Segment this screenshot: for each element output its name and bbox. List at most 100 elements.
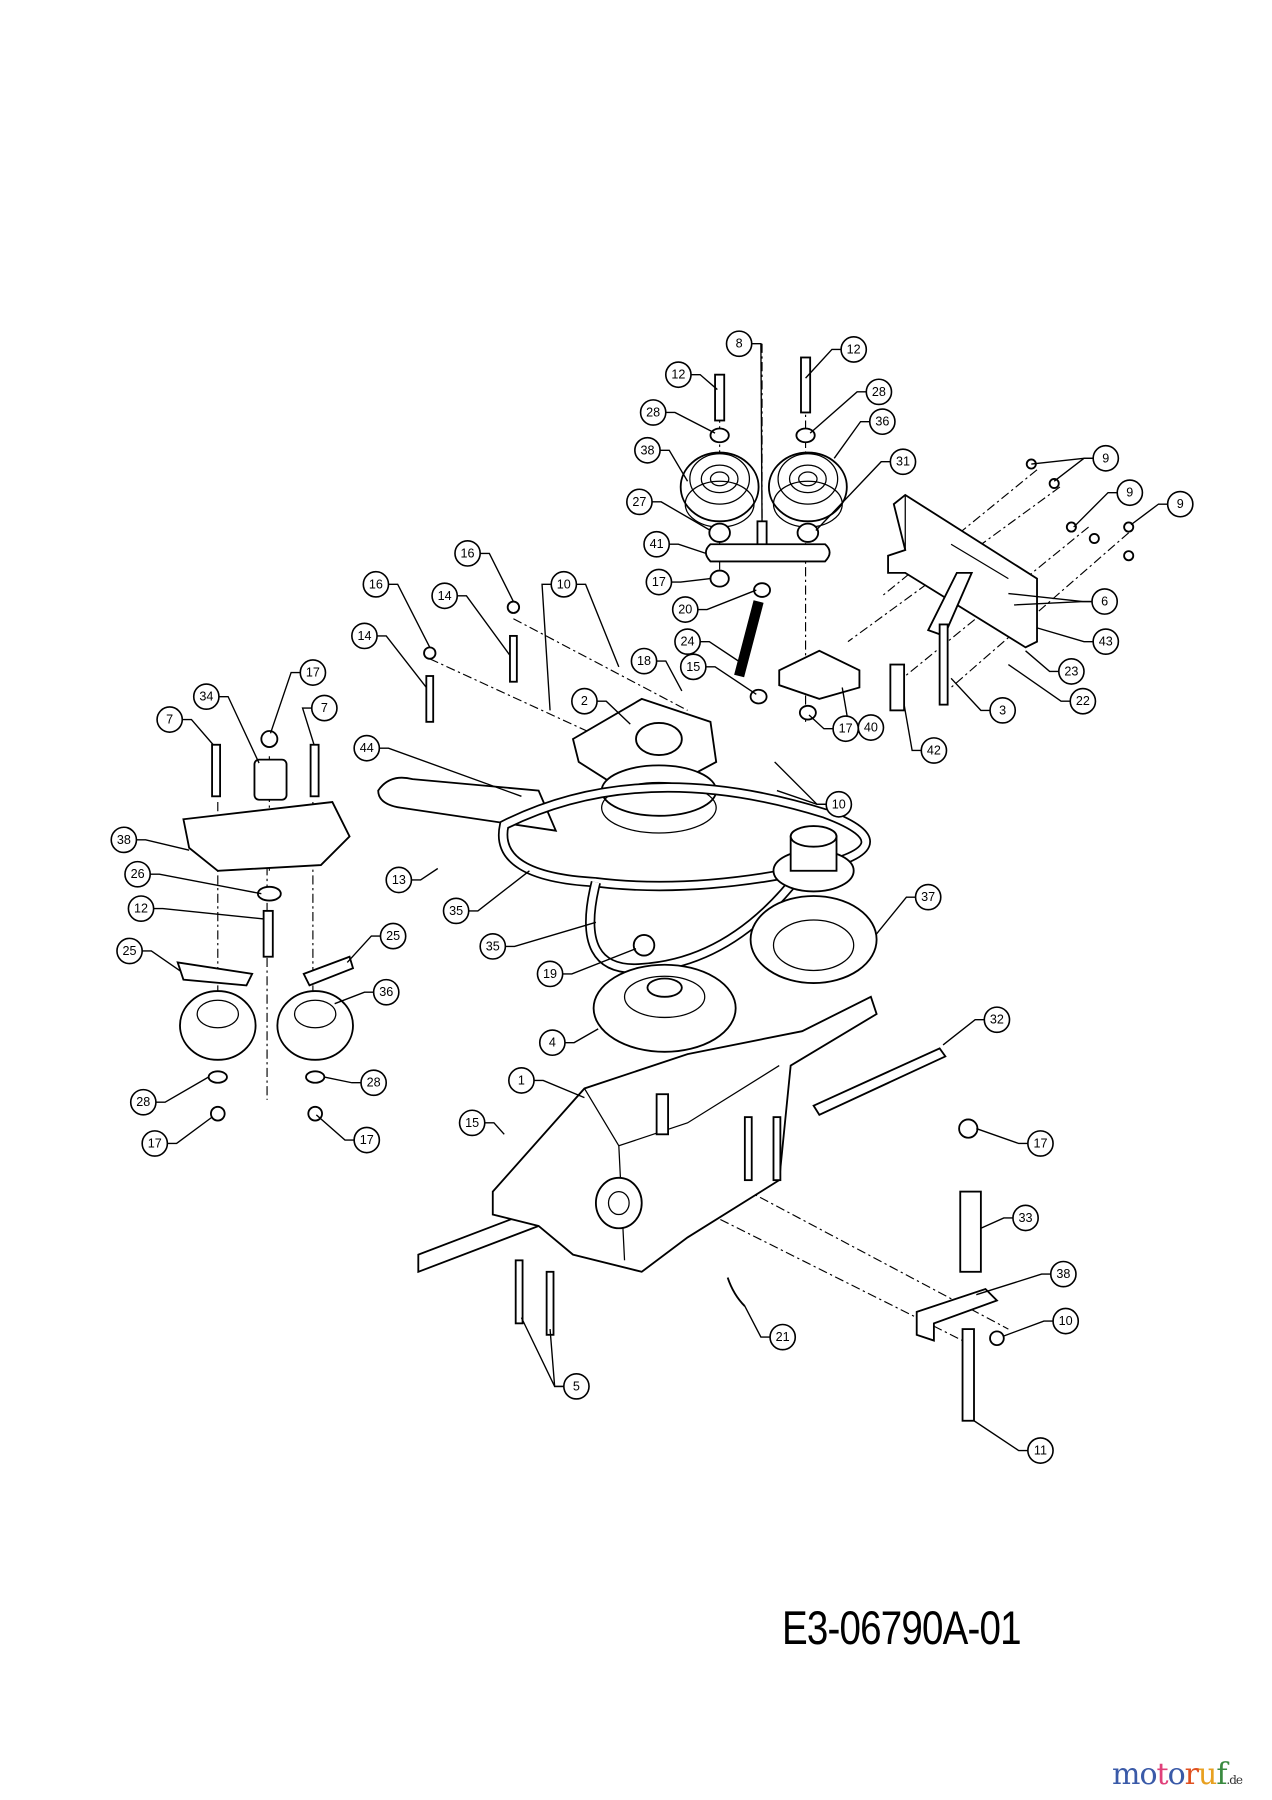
leader-line [549, 1329, 564, 1388]
callout-37: 37 [876, 883, 942, 935]
callout-circle [454, 540, 481, 567]
leader-line [776, 789, 827, 806]
callout-36: 36 [833, 408, 896, 459]
callout-circle [671, 596, 699, 623]
callout-14: 14 [351, 622, 427, 688]
callout-circle [538, 1029, 566, 1057]
callout-2: 2 [571, 687, 631, 725]
leader-line [564, 1028, 599, 1044]
callout-number: 25 [386, 929, 400, 943]
leader-line [876, 896, 916, 935]
callout-number: 32 [990, 1013, 1004, 1027]
leader-line [903, 704, 922, 752]
callout-circle [192, 683, 220, 711]
callout-number: 10 [832, 797, 846, 811]
callout-circle [1092, 628, 1120, 656]
callout-8: 8 [725, 330, 763, 522]
frame-bracket [887, 493, 1038, 649]
callout-circle [351, 622, 378, 650]
callout-35: 35 [479, 921, 597, 960]
leader-line [155, 1076, 209, 1103]
leader-line [808, 714, 834, 730]
callout-number: 19 [543, 967, 557, 981]
leader-line [700, 640, 741, 663]
leader-line [980, 1217, 1013, 1229]
callout-circle [825, 790, 853, 818]
idler-pulley-right [767, 451, 848, 528]
callout-number: 22 [1076, 694, 1090, 708]
callout-17: 17 [315, 1114, 381, 1154]
leader-line [480, 552, 515, 602]
callout-number: 23 [1064, 664, 1078, 678]
leader-line [942, 1019, 985, 1046]
leader-line [150, 873, 262, 895]
leader-line [153, 907, 264, 920]
callout-number: 14 [438, 589, 452, 603]
leader-line [1007, 663, 1071, 702]
callout-number: 17 [148, 1136, 162, 1150]
callout-7: 7 [156, 706, 214, 746]
leader-line [1036, 627, 1094, 643]
leader-line [1130, 503, 1168, 526]
callout-number: 40 [864, 721, 878, 735]
callout-number: 44 [360, 741, 374, 755]
callout-circle [442, 897, 470, 925]
leader-line [562, 948, 637, 975]
callout-number: 20 [678, 603, 692, 617]
leader-line [973, 1420, 1028, 1452]
callout-17: 17 [976, 1127, 1054, 1157]
callout-circle [127, 895, 155, 922]
leader-line [950, 677, 991, 712]
callout-circle [563, 1372, 590, 1400]
leader-line [1025, 650, 1059, 673]
callout-number: 17 [839, 722, 853, 736]
callout-19: 19 [536, 948, 637, 988]
callout-38: 38 [110, 826, 190, 854]
leader-line [520, 1317, 564, 1388]
callout-number: 35 [449, 904, 463, 918]
callout-28: 28 [324, 1069, 388, 1097]
callout-circle [639, 399, 667, 426]
callout-number: 7 [166, 713, 173, 727]
callout-circle [989, 696, 1017, 724]
leader-line [815, 461, 891, 531]
leader-line [411, 867, 439, 881]
callout-number: 9 [1102, 451, 1109, 465]
leader-line [136, 839, 190, 851]
callout-10: 10 [1003, 1307, 1080, 1337]
callout-number: 27 [632, 495, 646, 509]
callout-number: 28 [367, 1076, 381, 1090]
callout-25: 25 [346, 922, 407, 963]
callout-35: 35 [442, 870, 530, 925]
callout-number: 37 [921, 890, 935, 904]
callout-9: 9 [1130, 490, 1194, 526]
motoruf-logo[interactable]: motoruf.de [1112, 1757, 1243, 1792]
callout-circle [1027, 1437, 1054, 1464]
callout-circle [1049, 1260, 1077, 1288]
leader-line [809, 391, 867, 434]
callout-circle [116, 937, 143, 965]
callout-number: 12 [134, 902, 148, 916]
leader-line [671, 577, 711, 583]
idler-pulley-left [679, 451, 760, 528]
callout-number: 16 [369, 577, 383, 591]
callout-7: 7 [301, 694, 338, 745]
callout-circle [141, 1130, 169, 1157]
callout-13: 13 [385, 866, 439, 894]
callout-number: 17 [360, 1133, 374, 1147]
leader-line [541, 583, 552, 711]
callout-number: 9 [1126, 486, 1133, 500]
callout-circle [110, 826, 138, 854]
callout-15: 15 [679, 653, 757, 695]
callout-22: 22 [1007, 663, 1097, 715]
callout-number: 14 [357, 629, 371, 643]
callout-14: 14 [431, 582, 511, 656]
callout-12: 12 [127, 895, 264, 922]
callout-circle [353, 1126, 381, 1154]
callout-27: 27 [626, 488, 711, 532]
callout-number: 28 [646, 405, 660, 419]
callout-circle [479, 932, 507, 960]
callout-number: 17 [1033, 1136, 1047, 1150]
callout-number: 17 [306, 666, 320, 680]
leader-line [505, 921, 597, 948]
